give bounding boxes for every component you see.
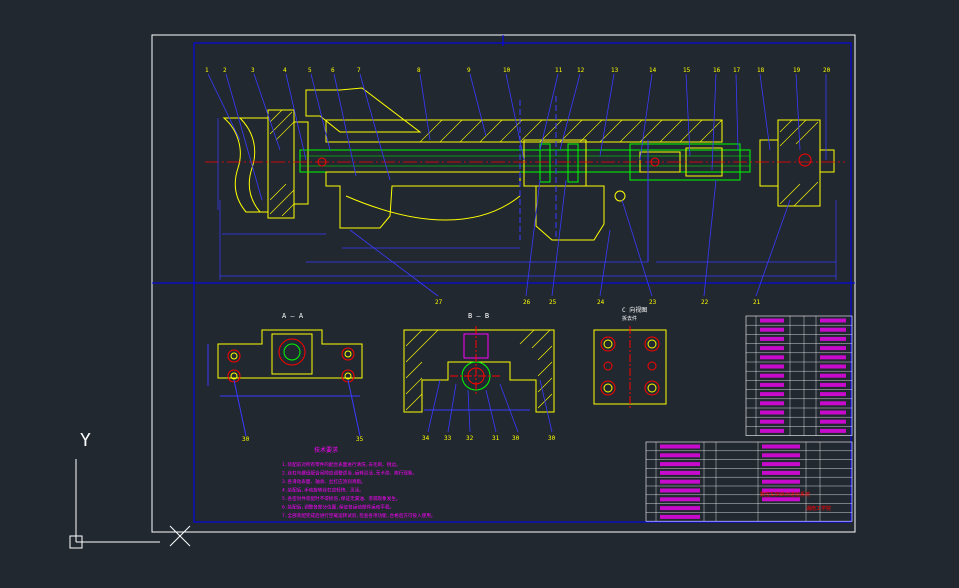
balloon-top-15: 15 — [683, 67, 691, 74]
balloon-33-b: 33 — [444, 435, 452, 442]
balloon-top-14: 14 — [649, 67, 657, 74]
balloon-bottom-24: 24 — [597, 299, 605, 306]
note-line: 5.各密封件装配时不得损伤,保证无漏油、渗漏现象发生。 — [282, 495, 401, 502]
balloon-top-7: 7 — [357, 67, 361, 74]
section-a-title: A — A — [282, 312, 304, 320]
balloon-30-b2: 30 — [548, 435, 556, 442]
balloon-top-19: 19 — [793, 67, 801, 74]
note-line: 3.各滑动表面、轴承、丝杠应涂润滑脂。 — [282, 478, 366, 485]
balloon-bottom-25: 25 — [549, 299, 557, 306]
notes-title: 技术要求 — [314, 446, 338, 454]
school-name: 湖南工学院 — [806, 505, 831, 512]
note-line: 7.全部装配完成后进行空载运转试验,检查各项功能,合格后方可投入使用。 — [282, 512, 435, 519]
balloon-31-b: 31 — [492, 435, 500, 442]
balloon-32-b: 32 — [466, 435, 474, 442]
parts-list-table[interactable] — [645, 315, 853, 522]
balloon-top-11: 11 — [555, 67, 563, 74]
balloon-bottom-23: 23 — [649, 299, 657, 306]
note-line: 6.装配后,调整各部分位置,保证各运动部件运动平稳。 — [282, 504, 394, 511]
c-view-subtitle: 拆去件 — [622, 315, 637, 322]
c-view-title: C 向视图 — [622, 306, 647, 314]
leader-lines-top — [207, 73, 827, 201]
balloon-bottom-27: 27 — [435, 299, 443, 306]
balloon-top-8: 8 — [417, 67, 421, 74]
balloon-35-a: 35 — [356, 436, 364, 443]
balloon-top-16: 16 — [713, 67, 721, 74]
balloon-30-a: 30 — [242, 436, 250, 443]
balloon-top-3: 3 — [251, 67, 255, 74]
balloon-top-1: 1 — [205, 67, 209, 74]
balloon-top-4: 4 — [283, 67, 287, 74]
drawing-name: 数控车床纵向进给系统 — [760, 491, 810, 498]
balloon-bottom-22: 22 — [701, 299, 709, 306]
balloon-bottom-26: 26 — [523, 299, 531, 306]
section-a-a-view[interactable]: A — A 30 35 — [207, 312, 364, 443]
balloon-top-17: 17 — [733, 67, 741, 74]
title-block: 湖南工学院 数控车床纵向进给系统 — [760, 491, 831, 512]
balloon-34-b: 34 — [422, 435, 430, 442]
section-b-title: B — B — [468, 312, 489, 320]
balloon-top-20: 20 — [823, 67, 831, 74]
balloon-top-10: 10 — [503, 67, 511, 74]
balloon-top-6: 6 — [331, 67, 335, 74]
balloon-top-12: 12 — [577, 67, 585, 74]
balloon-top-5: 5 — [308, 67, 312, 74]
balloon-bottom-21: 21 — [753, 299, 761, 306]
note-line: 2.丝杠与螺母配合间隙应调整适当,运转灵活,无卡滞、爬行现象。 — [282, 470, 417, 477]
main-assembly-view[interactable] — [205, 87, 845, 280]
balloon-top-9: 9 — [467, 67, 471, 74]
balloon-top-2: 2 — [223, 67, 227, 74]
balloon-30-b: 30 — [512, 435, 520, 442]
balloon-top-13: 13 — [611, 67, 619, 74]
ucs-icon: Y — [69, 430, 191, 549]
balloon-top-18: 18 — [757, 67, 765, 74]
ucs-y-label: Y — [80, 430, 91, 451]
c-direction-view[interactable]: C 向视图 拆去件 — [593, 306, 667, 408]
section-b-b-view[interactable]: B — B 34 33 32 31 30 30 — [403, 312, 556, 442]
leader-lines-bottom — [349, 179, 791, 297]
note-line: 1.装配前对所有零件的配合表面进行清洗,去毛刺、锐边。 — [282, 461, 401, 468]
note-line: 4.装配后,手动旋转丝杠应轻快、灵活。 — [282, 487, 364, 494]
balloon-numbers-bottom: 27 26 25 24 23 22 21 — [435, 299, 761, 306]
technical-requirements: 技术要求 1.装配前对所有零件的配合表面进行清洗,去毛刺、锐边。 2.丝杠与螺母配… — [282, 446, 435, 519]
